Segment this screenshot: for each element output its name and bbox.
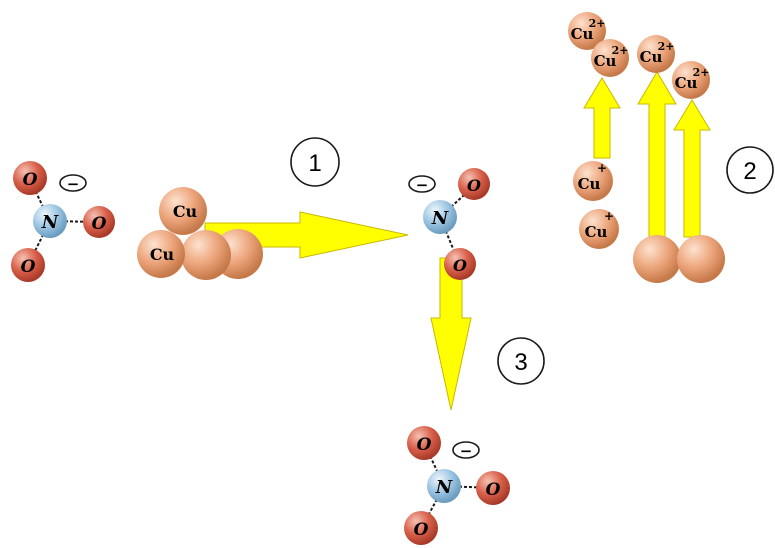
step-number: 3 — [514, 349, 527, 376]
arrow-cu-to-cu2-right — [673, 99, 711, 238]
oxygen-atom — [404, 511, 438, 545]
nitrogen-label: N — [41, 212, 60, 233]
charge-label: + — [597, 161, 607, 175]
copper-atom — [677, 235, 725, 283]
copper-label: Cu — [675, 74, 698, 92]
oxygen-label: O — [23, 170, 38, 190]
arrow-cu-plus-to-cu2-left — [583, 77, 621, 159]
oxygen-label: O — [21, 257, 36, 277]
copper-1plus-ion — [579, 209, 619, 249]
step-number: 2 — [743, 158, 756, 185]
nitrate-ion-left: O O O N − — [11, 161, 115, 282]
charge-minus: − — [460, 442, 473, 460]
copper-cluster: Cu Cu — [137, 187, 263, 280]
oxygen-atom — [444, 248, 476, 280]
oxygen-label: O — [467, 176, 481, 195]
negative-charge-icon — [408, 175, 436, 193]
step-circle — [726, 146, 774, 194]
step-1-label: 1 — [290, 137, 340, 187]
copper-2plus-ion — [637, 35, 675, 73]
charge-label: 2+ — [612, 44, 629, 57]
oxygen-label: O — [92, 214, 107, 234]
oxygen-atom — [11, 248, 45, 282]
oxygen-atom — [13, 161, 47, 195]
oxygen-label: O — [417, 435, 432, 455]
copper-2plus-ion — [672, 61, 710, 99]
step-2-label: 2 — [726, 146, 774, 194]
copper-atom — [159, 187, 207, 235]
negative-charge-icon — [452, 441, 480, 459]
copper-atom — [181, 230, 231, 280]
nitrogen-label: N — [431, 208, 450, 229]
charge-label: 2+ — [658, 40, 675, 53]
nitrite-ion-center: O O N − — [408, 168, 490, 280]
copper-2plus-ion — [591, 39, 629, 77]
nitrogen-label: N — [435, 477, 454, 498]
step-circle — [290, 137, 340, 187]
oxygen-label: O — [453, 256, 467, 275]
copper-label: Cu — [173, 202, 198, 221]
oxygen-label: O — [414, 520, 429, 540]
oxygen-atom — [476, 471, 510, 505]
arrow-cu-to-cu2-middle — [637, 71, 677, 238]
charge-label: 2+ — [589, 17, 606, 30]
copper-label: Cu — [578, 175, 601, 193]
nitrate-ion-bottom: O O O N − — [404, 426, 510, 545]
charge-label: + — [604, 209, 614, 223]
nitrogen-atom — [423, 200, 457, 234]
oxygen-atom — [407, 426, 441, 460]
copper-label: Cu — [585, 223, 608, 241]
copper-2plus-ion — [568, 12, 606, 50]
oxygen-atom — [458, 168, 490, 200]
step-3-label: 3 — [497, 337, 545, 385]
oxygen-label: O — [486, 480, 501, 500]
nitrogen-atom — [427, 469, 461, 503]
negative-charge-icon — [59, 174, 87, 192]
copper-label: Cu — [571, 25, 594, 43]
arrow-step-3 — [430, 257, 472, 411]
step-number: 1 — [308, 150, 321, 177]
copper-label: Cu — [594, 52, 617, 70]
nitrogen-atom — [33, 204, 67, 238]
copper-1plus-ion — [573, 161, 613, 201]
copper-label: Cu — [150, 245, 175, 264]
step-circle — [497, 337, 545, 385]
copper-atom — [633, 235, 681, 283]
charge-minus: − — [67, 175, 80, 193]
charge-label: 2+ — [693, 66, 710, 79]
copper-atom — [137, 230, 185, 278]
oxygen-atom — [83, 206, 115, 238]
copper-oxidation-group: Cu 2+ Cu 2+ Cu 2+ Cu 2+ Cu + Cu + — [568, 12, 725, 283]
charge-minus: − — [416, 176, 429, 194]
copper-label: Cu — [640, 48, 663, 66]
